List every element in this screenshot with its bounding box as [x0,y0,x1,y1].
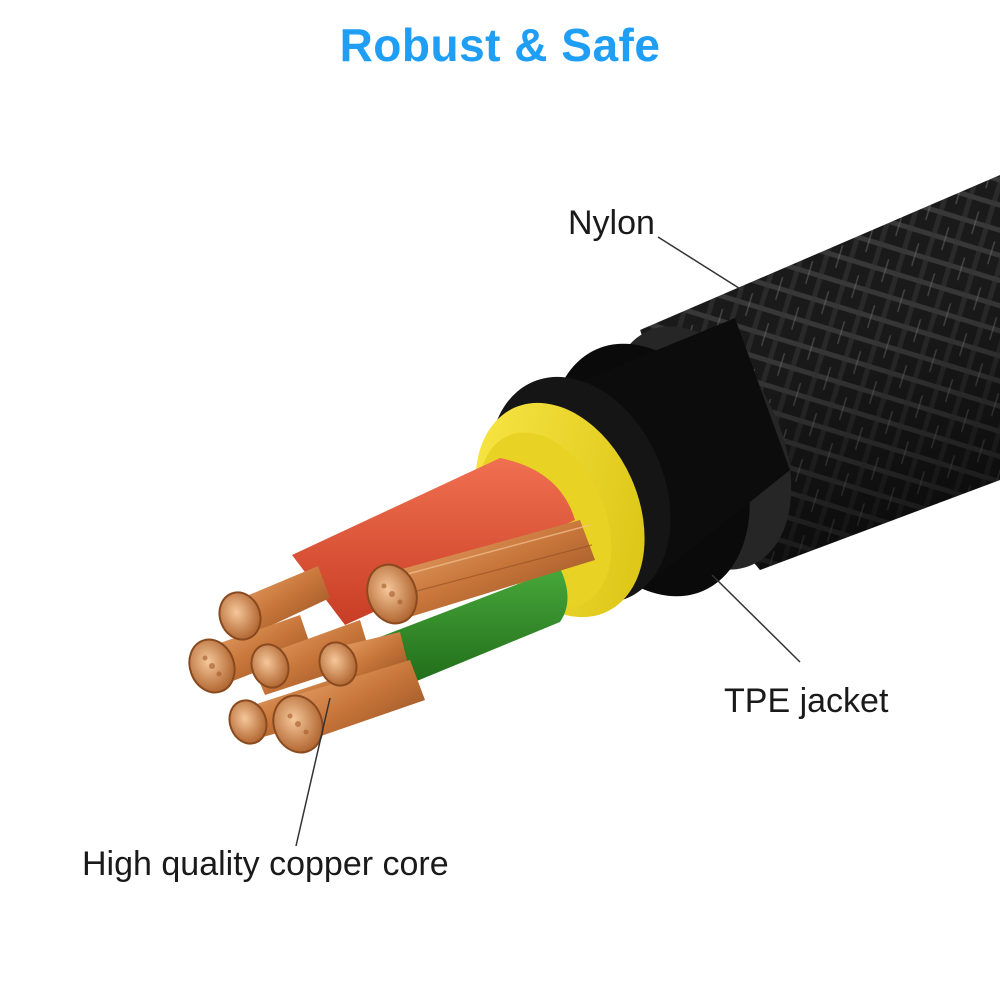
tpe-jacket-label: TPE jacket [724,682,889,720]
page-title: Robust & Safe [339,19,661,71]
nylon-label: Nylon [568,204,655,242]
copper-core-label: High quality copper core [82,845,449,883]
